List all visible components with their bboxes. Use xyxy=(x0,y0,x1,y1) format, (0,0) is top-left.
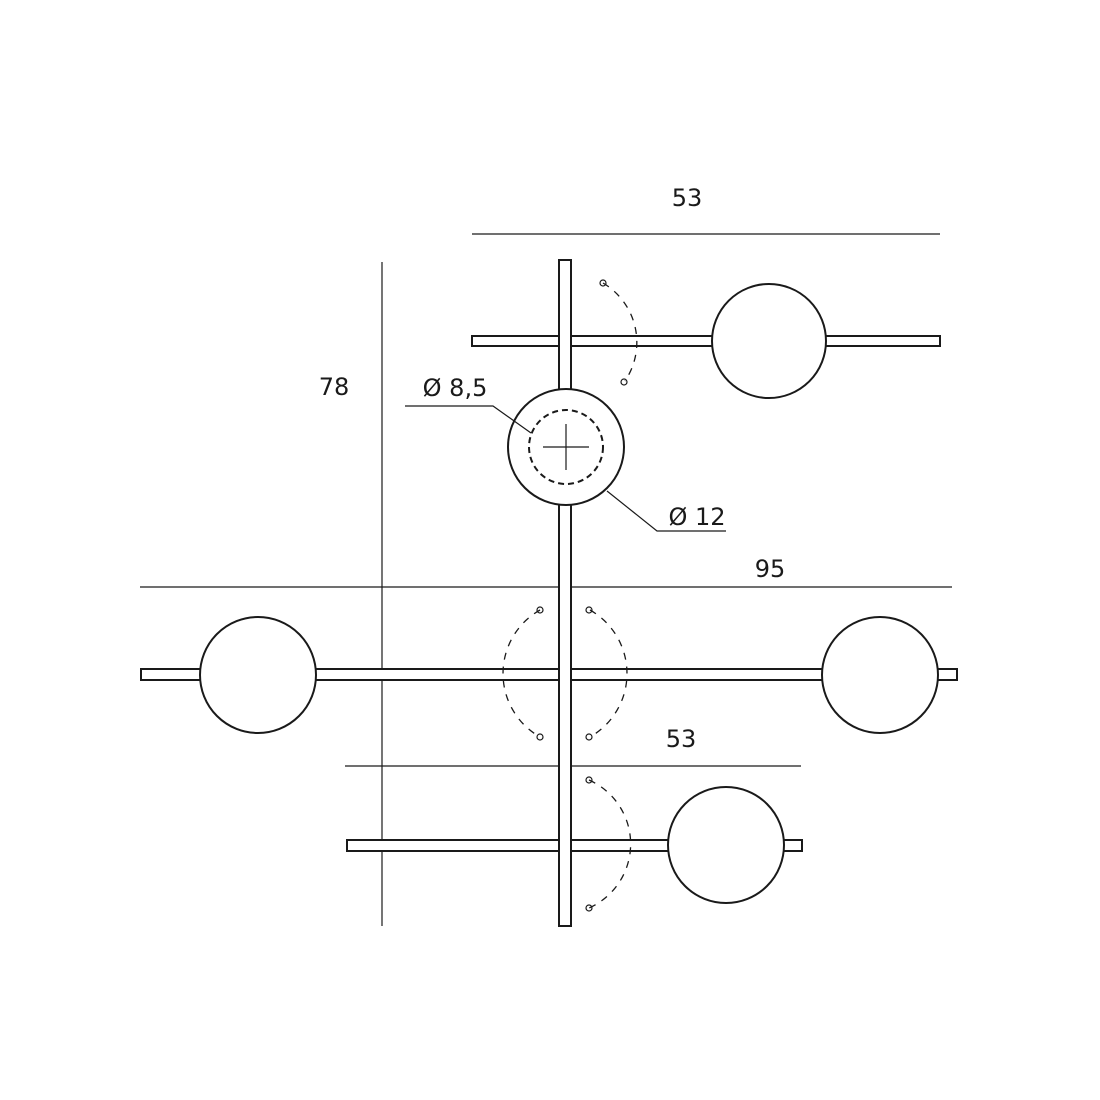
pivot-dot xyxy=(585,904,593,912)
label-height: 78 xyxy=(319,373,350,401)
pivot-dot xyxy=(585,606,593,614)
pivot-dot xyxy=(585,776,593,784)
rotation-arc-middle-right xyxy=(589,609,628,738)
globe-middle-left xyxy=(199,616,317,734)
rotation-arc-middle-left xyxy=(502,609,541,738)
globe-top xyxy=(711,283,827,399)
label-total-width: 95 xyxy=(755,555,786,583)
bottom-arm xyxy=(346,839,803,852)
label-bottom-width: 53 xyxy=(666,725,697,753)
stem-fill xyxy=(560,262,570,924)
middle-arm xyxy=(140,668,958,681)
leader-outer-diameter xyxy=(606,490,726,532)
leader-inner-diameter xyxy=(405,405,532,434)
top-arm xyxy=(471,335,941,347)
rotation-arc-top xyxy=(602,282,638,382)
pivot-dot xyxy=(585,733,593,741)
globe-middle-right xyxy=(821,616,939,734)
label-top-width: 53 xyxy=(672,184,703,212)
label-inner-diameter: Ø 8,5 xyxy=(423,374,488,402)
pivot-dot xyxy=(536,606,544,614)
pivot-dot xyxy=(599,279,607,287)
pivot-dot xyxy=(536,733,544,741)
ceiling-canopy-inner xyxy=(528,409,604,485)
label-outer-diameter: Ø 12 xyxy=(668,503,725,531)
pivot-dot xyxy=(620,378,628,386)
globe-bottom xyxy=(667,786,785,904)
